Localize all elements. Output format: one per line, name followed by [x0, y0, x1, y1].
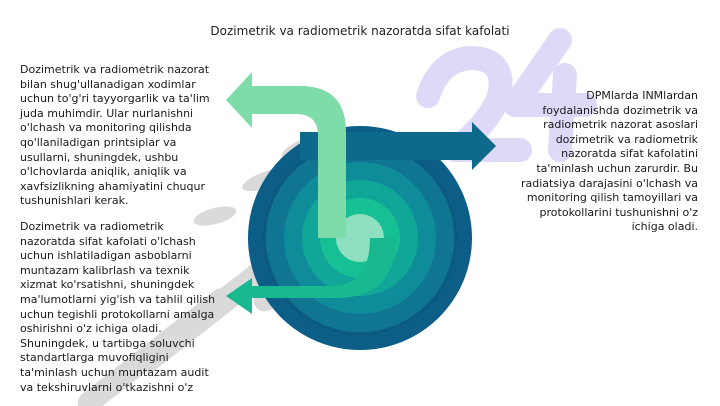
arrow-bottom-left-shape: [226, 238, 396, 314]
arrow-top-left: [226, 72, 346, 238]
right-paragraph: DPMlarda INMlardan foydalanishda dozimet…: [520, 89, 698, 234]
arrow-bottom-left: [226, 238, 396, 314]
arrow-right: [300, 122, 496, 170]
arrow-top-left-shape: [226, 72, 346, 238]
arrow-right-shape: [300, 122, 496, 170]
slide-title: Dozimetrik va radiometrik nazoratda sifa…: [210, 24, 510, 38]
watermark-glyph-4: [503, 28, 597, 162]
watermark-glyph-2: [416, 46, 532, 162]
left-bottom-paragraph: Dozimetrik va radiometrik nazoratda sifa…: [20, 220, 216, 394]
left-top-paragraph: Dozimetrik va radiometrik nazorat bilan …: [20, 63, 210, 208]
